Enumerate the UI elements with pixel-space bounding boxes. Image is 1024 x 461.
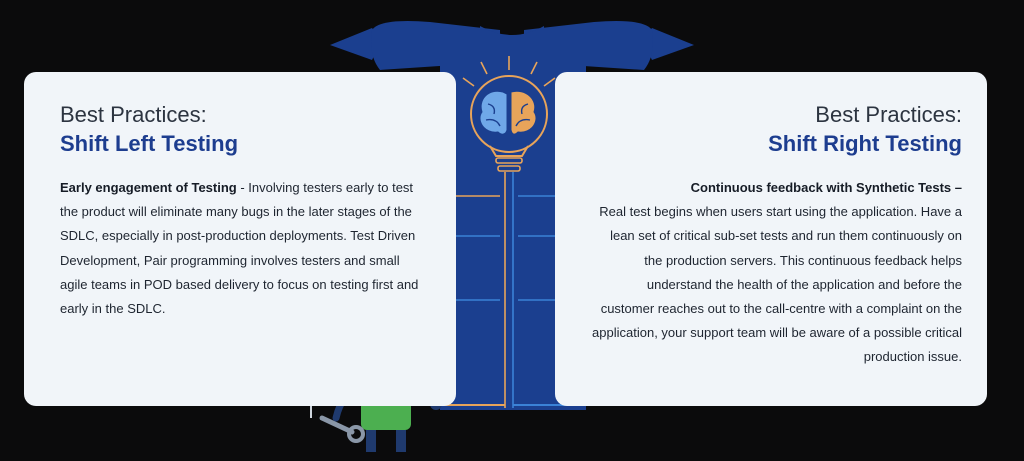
right-card-heading: Best Practices: (815, 102, 962, 127)
left-card-body: Early engagement of Testing - Involving … (60, 176, 420, 321)
right-card-body-text: Real test begins when users start using … (592, 204, 962, 365)
right-card-title: Shift Right Testing (768, 131, 962, 156)
shift-left-card: Best Practices: Shift Left Testing Early… (24, 72, 456, 406)
right-card-body: Continuous feedback with Synthetic Tests… (591, 176, 962, 370)
left-card-body-bold: Early engagement of Testing (60, 180, 237, 195)
left-card-body-text: - Involving testers early to test the pr… (60, 180, 419, 317)
shift-right-card: Best Practices: Shift Right Testing Cont… (555, 72, 987, 406)
left-card-title: Shift Left Testing (60, 131, 239, 156)
ribbon-banner-icon (330, 21, 694, 70)
left-card-heading: Best Practices: (60, 102, 207, 127)
right-card-body-bold: Continuous feedback with Synthetic Tests… (690, 180, 962, 195)
lightbulb-brain-icon (462, 56, 556, 172)
